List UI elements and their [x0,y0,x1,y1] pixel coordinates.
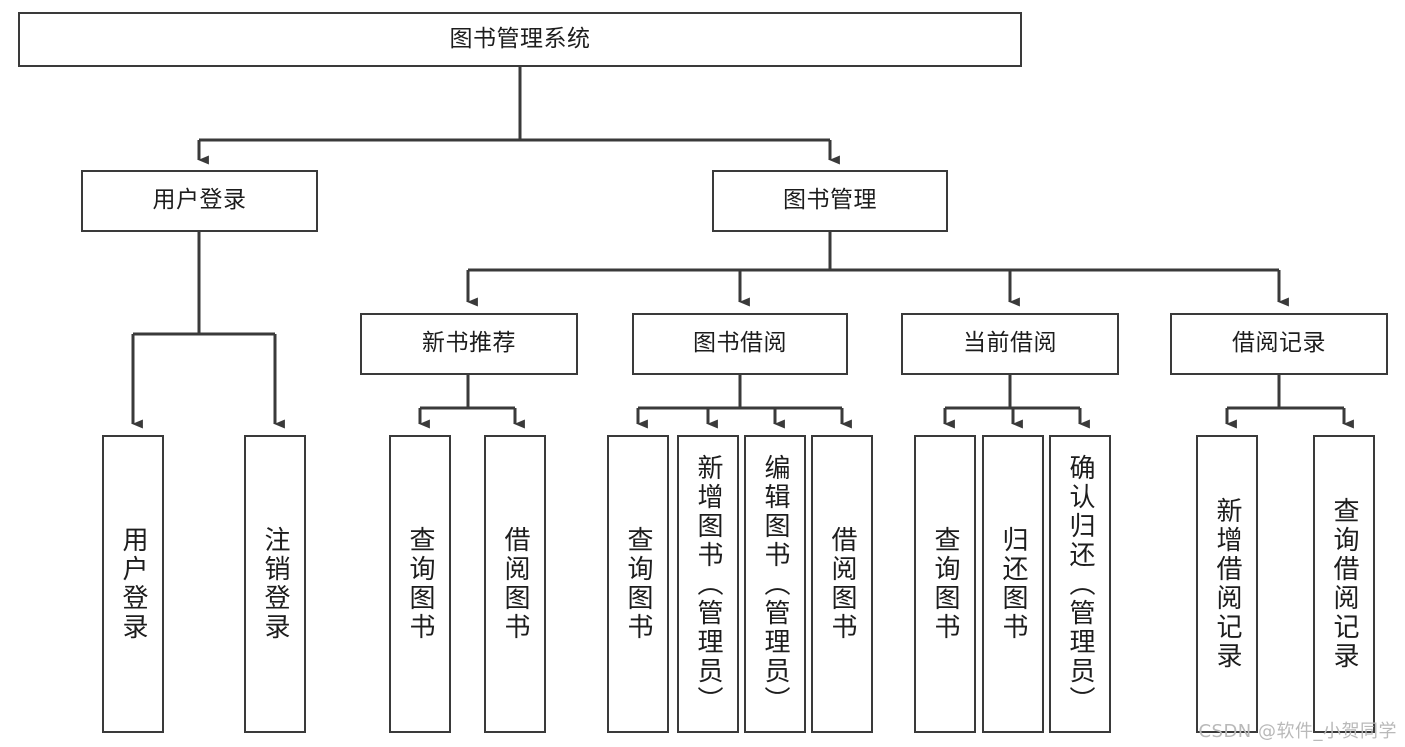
node-label: 借阅图书 [500,526,530,642]
node-root-book-management-system[interactable]: 图书管理系统 [18,12,1022,67]
node-label: 查询图书 [930,526,960,642]
node-label: 图书借阅 [693,330,787,357]
node-label: 查询借阅记录 [1329,497,1359,671]
node-label: 图书管理 [783,187,877,214]
leaf-confirm-return-admin[interactable]: 确认归还（管理员） [1049,435,1111,733]
leaf-return-books[interactable]: 归还图书 [982,435,1044,733]
node-user-login[interactable]: 用户登录 [81,170,318,232]
leaf-edit-book-admin[interactable]: 编辑图书（管理员） [744,435,806,733]
leaf-borrow-books-recommendation[interactable]: 借阅图书 [484,435,546,733]
node-label: 注销登录 [260,526,290,642]
node-label: 确认归还（管理员） [1065,453,1095,715]
node-label: 当前借阅 [963,330,1057,357]
leaf-logout[interactable]: 注销登录 [244,435,306,733]
node-current-borrowing[interactable]: 当前借阅 [901,313,1119,375]
leaf-query-books-borrowing[interactable]: 查询图书 [607,435,669,733]
node-label: 用户登录 [118,526,148,642]
leaf-query-borrow-record[interactable]: 查询借阅记录 [1313,435,1375,733]
node-label: 新书推荐 [422,330,516,357]
node-label: 用户登录 [152,187,247,214]
node-label: 图书管理系统 [449,25,591,52]
node-label: 新增借阅记录 [1212,497,1242,671]
leaf-query-books-recommendation[interactable]: 查询图书 [389,435,451,733]
node-label: 新增图书（管理员） [693,453,723,715]
node-label: 查询图书 [405,526,435,642]
node-label: 归还图书 [998,526,1028,642]
node-book-management[interactable]: 图书管理 [712,170,948,232]
leaf-borrow-books-borrowing[interactable]: 借阅图书 [811,435,873,733]
leaf-user-login[interactable]: 用户登录 [102,435,164,733]
node-label: 借阅图书 [827,526,857,642]
node-label: 编辑图书（管理员） [760,453,790,715]
node-borrow-records[interactable]: 借阅记录 [1170,313,1388,375]
node-new-book-recommendation[interactable]: 新书推荐 [360,313,578,375]
leaf-add-borrow-record[interactable]: 新增借阅记录 [1196,435,1258,733]
node-book-borrowing[interactable]: 图书借阅 [632,313,848,375]
watermark-text: CSDN @软件_小贺同学 [1198,721,1397,742]
node-label: 借阅记录 [1232,330,1326,357]
leaf-query-books-current[interactable]: 查询图书 [914,435,976,733]
leaf-add-book-admin[interactable]: 新增图书（管理员） [677,435,739,733]
node-label: 查询图书 [623,526,653,642]
